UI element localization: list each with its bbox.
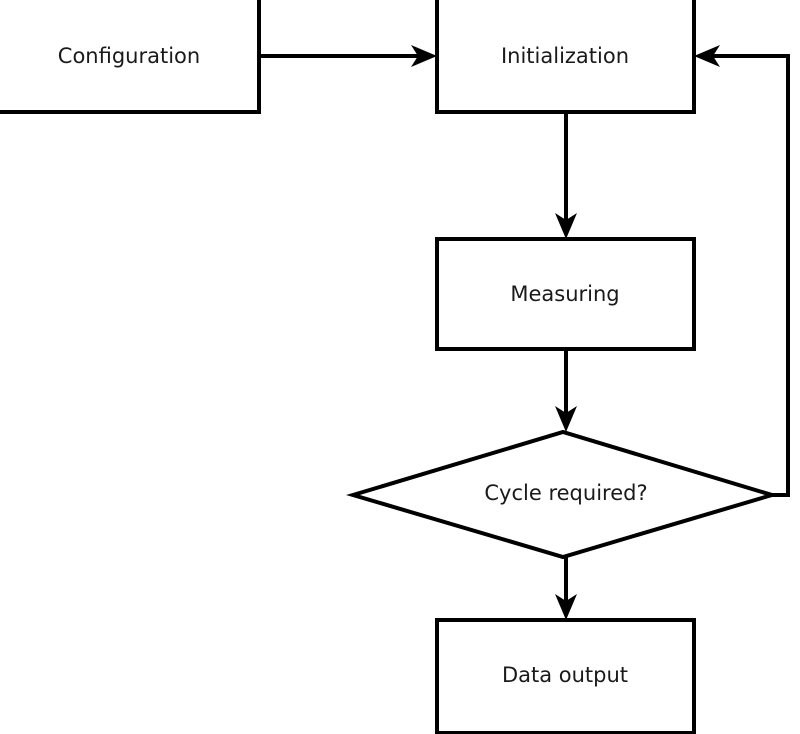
node-initialization-label: Initialization — [501, 44, 629, 68]
node-configuration-label: Configuration — [58, 44, 200, 68]
edge-cycle-required-to-initialization-feedback — [694, 45, 790, 497]
arrow-head-icon — [411, 45, 437, 67]
node-cycle-required-shape[interactable] — [345, 429, 779, 560]
node-measuring-label: Measuring — [510, 282, 619, 306]
node-data-output[interactable]: Data output — [435, 618, 696, 734]
node-configuration-shape[interactable] — [0, 0, 261, 114]
node-data-output-label: Data output — [502, 663, 628, 687]
node-measuring[interactable]: Measuring — [435, 237, 696, 351]
node-measuring-shape[interactable] — [435, 237, 696, 351]
arrow-head-icon — [694, 45, 720, 67]
arrow-head-icon — [555, 594, 577, 620]
arrow-head-icon — [555, 213, 577, 239]
node-cycle-required[interactable]: Cycle required? — [345, 429, 779, 560]
node-data-output-shape[interactable] — [435, 618, 696, 734]
edge-cycle-required-to-data-output — [555, 557, 577, 620]
node-initialization-shape[interactable] — [435, 0, 696, 114]
edge-measuring-to-cycle-required — [555, 349, 577, 432]
edge-initialization-to-measuring — [555, 113, 577, 239]
arrow-head-icon — [555, 406, 577, 432]
edge-configuration-to-initialization — [259, 45, 437, 67]
node-cycle-required-label: Cycle required? — [484, 481, 647, 505]
node-initialization[interactable]: Initialization — [435, 0, 696, 114]
edge-line — [707, 54, 790, 497]
node-configuration[interactable]: Configuration — [0, 0, 261, 114]
